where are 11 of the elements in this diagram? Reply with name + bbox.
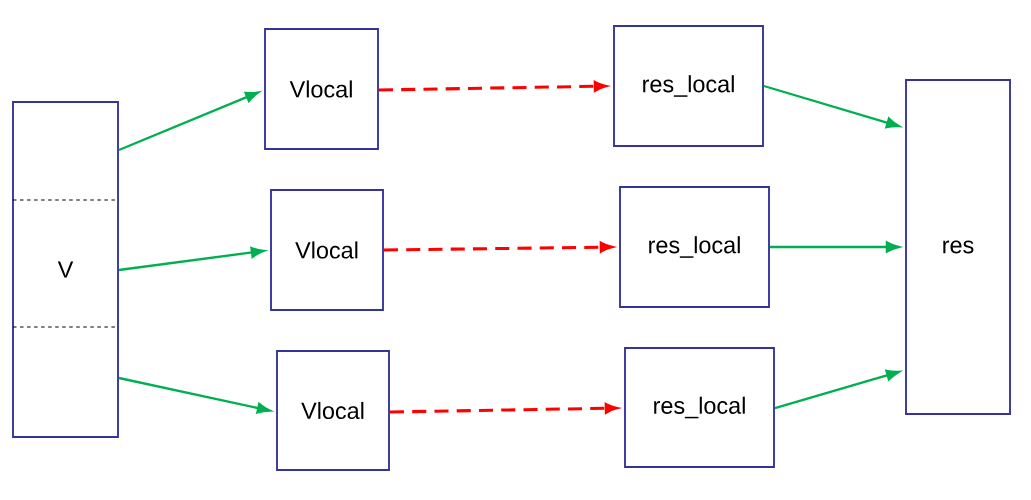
process-box: res_local (624, 347, 775, 468)
arrow (763, 84, 900, 129)
process-box: Vlocal (264, 28, 379, 150)
process-box: Vlocal (276, 350, 390, 471)
process-box: res_local (619, 186, 770, 308)
arrow (118, 91, 260, 152)
process-box: res_local (613, 25, 764, 147)
result-box: res (905, 79, 1011, 415)
process-box: Vlocal (270, 189, 384, 311)
vector-box: V (12, 101, 119, 438)
arrow (769, 241, 900, 253)
